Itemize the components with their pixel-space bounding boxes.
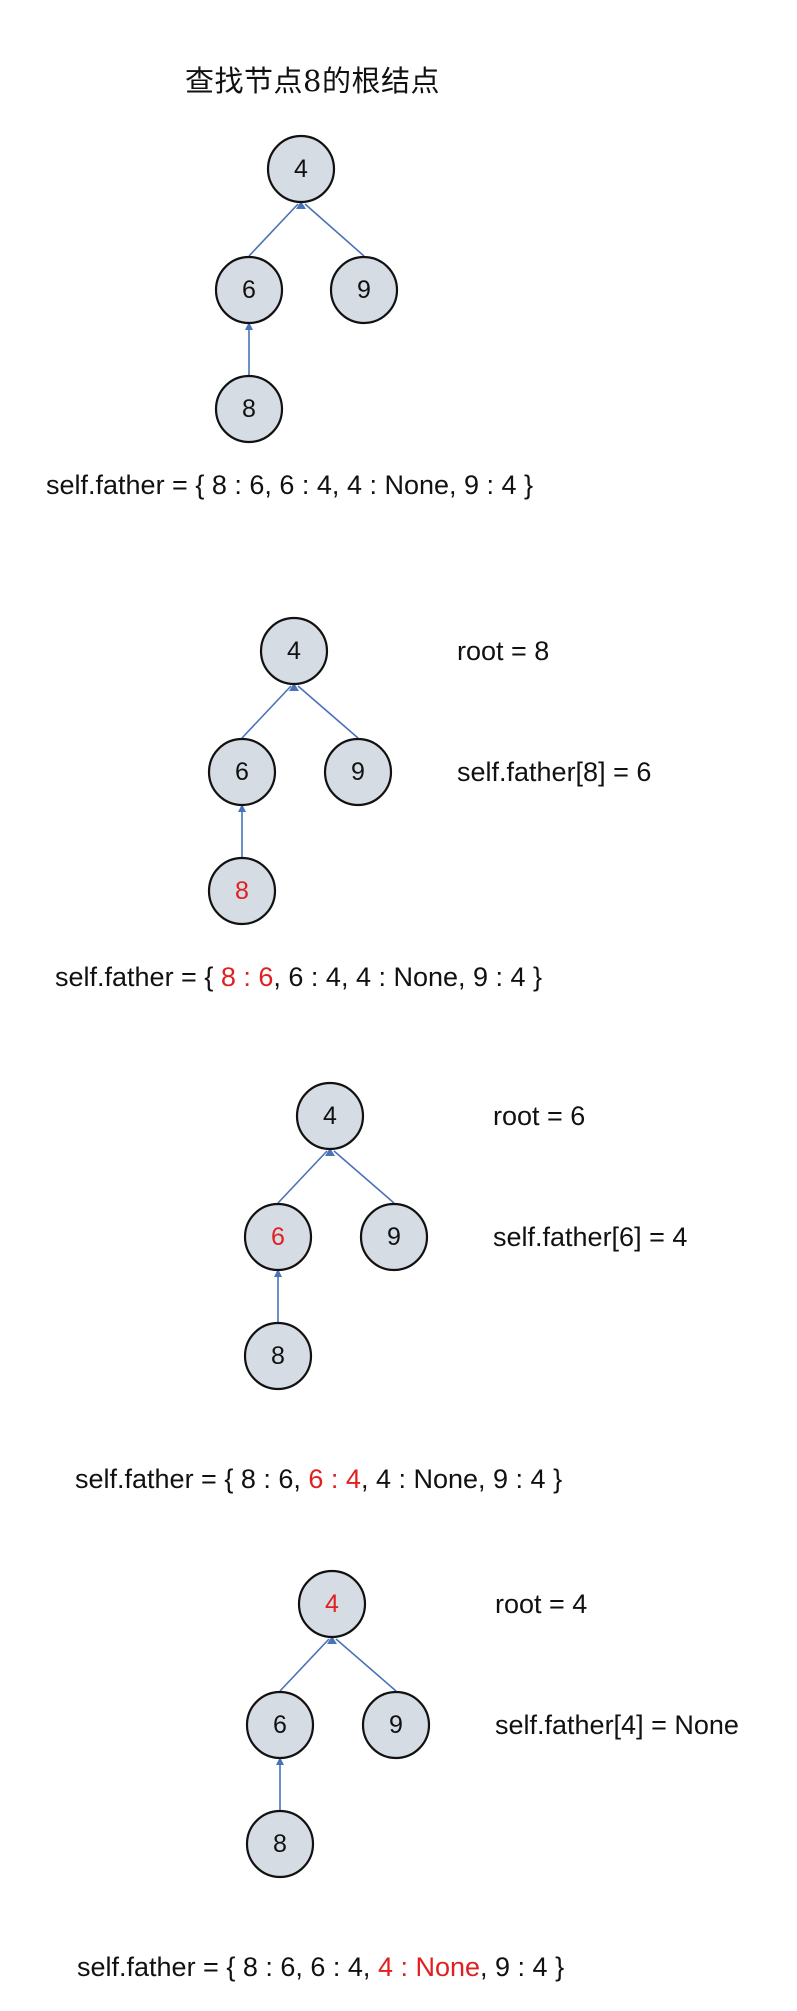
tree-4: 4 6 9 8 (245, 1569, 431, 1879)
father-dict-3: self.father = { 8 : 6, 6 : 4, 4 : None, … (75, 1464, 562, 1495)
node-child: 8 (207, 856, 277, 926)
dict-highlight: 8 : 6 (220, 962, 274, 992)
dict-post: , 9 : 4 } (480, 1952, 565, 1982)
edge-left-to-root (241, 685, 292, 739)
node-root: 4 (266, 134, 336, 204)
node-label: 9 (357, 276, 371, 304)
arrowhead-root (296, 201, 306, 209)
arrowhead-left (274, 1269, 282, 1277)
edge-right-to-root (304, 203, 365, 257)
edge-left-to-root (277, 1150, 328, 1204)
father-dict-1: self.father = { 8 : 6, 6 : 4, 4 : None, … (46, 470, 533, 501)
node-root: 4 (297, 1569, 367, 1639)
diagram-title: 查找节点8的根结点 (185, 64, 440, 98)
dict-open: self.father = { (55, 962, 221, 992)
dict-open: self.father = { (75, 1464, 241, 1494)
dict-post: 8 : 6, 6 : 4, 4 : None, 9 : 4 } (211, 470, 534, 500)
node-label: 4 (294, 155, 308, 183)
node-root: 4 (295, 1081, 365, 1151)
father-dict-2: self.father = { 8 : 6, 6 : 4, 4 : None, … (55, 962, 542, 993)
node-right: 9 (329, 255, 399, 325)
node-label: 6 (273, 1711, 287, 1739)
node-label: 6 (235, 758, 249, 786)
node-label: 8 (273, 1830, 287, 1858)
dict-open: self.father = { (46, 470, 212, 500)
root-value-3: root = 6 (493, 1101, 586, 1131)
arrowhead-left (276, 1757, 284, 1765)
node-left: 6 (207, 737, 277, 807)
node-left: 6 (214, 255, 284, 325)
node-right: 9 (361, 1690, 431, 1760)
dict-post: , 4 : None, 9 : 4 } (360, 1464, 563, 1494)
arrowhead-root (289, 683, 299, 691)
father-lookup-4: self.father[4] = None (495, 1710, 739, 1740)
node-right: 9 (359, 1202, 429, 1272)
edge-right-to-root (297, 685, 359, 739)
node-label: 4 (325, 1590, 339, 1618)
arrowhead-left (238, 804, 246, 812)
node-left: 6 (245, 1690, 315, 1760)
dict-highlight: 6 : 4 (308, 1464, 361, 1494)
father-lookup-3: self.father[6] = 4 (493, 1222, 688, 1252)
arrowhead-left (245, 322, 253, 330)
dict-highlight: 4 : None (377, 1952, 481, 1982)
edge-right-to-root (335, 1638, 397, 1692)
node-left: 6 (243, 1202, 313, 1272)
node-label: 8 (271, 1342, 285, 1370)
father-lookup-2: self.father[8] = 6 (457, 757, 652, 787)
tree-3: 4 6 9 8 (243, 1081, 429, 1391)
root-value-2: root = 8 (457, 636, 550, 666)
node-right: 9 (323, 737, 393, 807)
tree-2: 4 6 9 8 (207, 616, 393, 926)
node-label: 4 (287, 637, 301, 665)
node-label: 8 (242, 395, 256, 423)
edge-right-to-root (333, 1150, 395, 1204)
edge-left-to-root (279, 1638, 330, 1692)
dict-pre: 8 : 6, 6 : 4, (242, 1952, 378, 1982)
node-label: 4 (323, 1102, 337, 1130)
node-child: 8 (243, 1321, 313, 1391)
node-label: 9 (387, 1223, 401, 1251)
node-child: 8 (245, 1809, 315, 1879)
root-value-4: root = 4 (495, 1589, 588, 1619)
tree-1: 4 6 9 8 (214, 134, 399, 444)
node-label: 6 (271, 1223, 285, 1251)
edge-left-to-root (248, 203, 299, 257)
dict-post: , 6 : 4, 4 : None, 9 : 4 } (273, 962, 543, 992)
node-root: 4 (259, 616, 329, 686)
node-label: 9 (389, 1711, 403, 1739)
node-label: 8 (235, 877, 249, 905)
arrowhead-root (327, 1636, 337, 1644)
node-label: 9 (351, 758, 365, 786)
node-label: 6 (242, 276, 256, 304)
father-dict-4: self.father = { 8 : 6, 6 : 4, 4 : None, … (77, 1952, 564, 1983)
dict-open: self.father = { (77, 1952, 243, 1982)
dict-pre: 8 : 6, (240, 1464, 309, 1494)
node-child: 8 (214, 374, 284, 444)
arrowhead-root (325, 1148, 335, 1156)
